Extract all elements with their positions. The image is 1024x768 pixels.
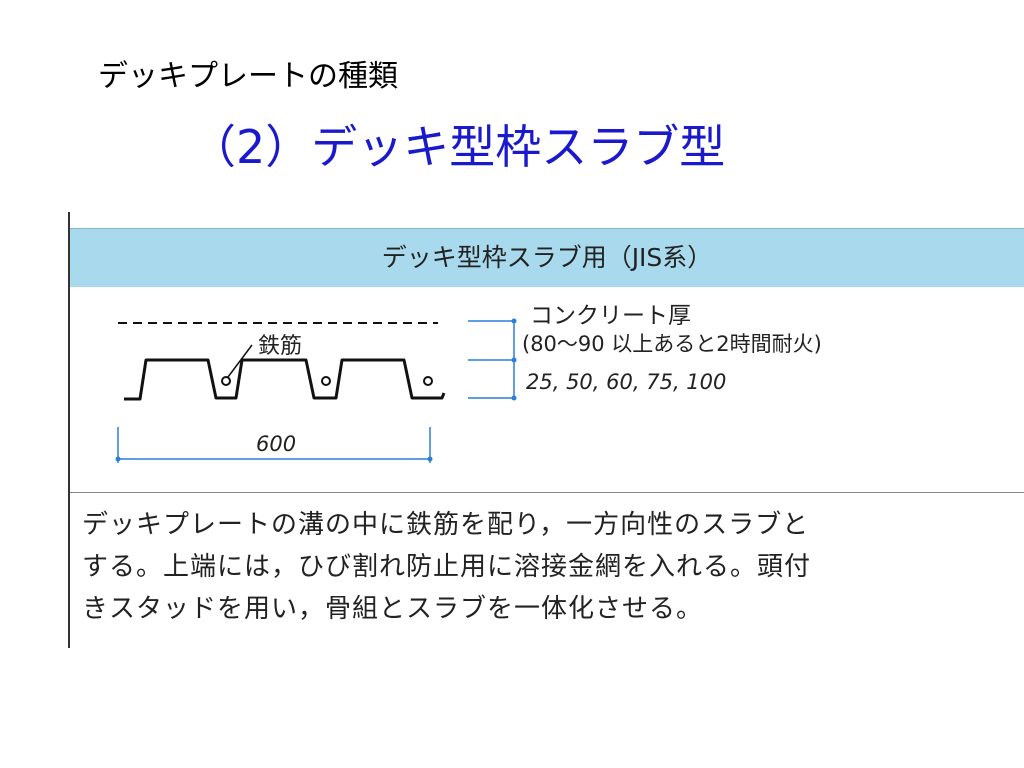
panel-caption: デッキプレートの溝の中に鉄筋を配り，一方向性のスラブと する。上端には，ひび割れ… bbox=[82, 504, 962, 630]
dimension-dot bbox=[511, 318, 517, 324]
deck-diagram-svg: 鉄筋 600 コンクリート厚 (80～90 以上あると2時間耐火) 25, 50… bbox=[115, 303, 822, 463]
deck-plate-profile bbox=[124, 358, 446, 401]
rebar-label: 鉄筋 bbox=[258, 334, 302, 359]
caption-divider bbox=[70, 492, 1024, 493]
dimension-dot bbox=[115, 456, 121, 462]
deck-diagram: 鉄筋 600 コンクリート厚 (80～90 以上あると2時間耐火) 25, 50… bbox=[70, 287, 1024, 492]
panel-header-text: デッキ型枠スラブ用（JIS系） bbox=[381, 243, 713, 272]
slide-subtitle: デッキプレートの種類 bbox=[98, 59, 398, 94]
caption-line: きスタッドを用い，骨組とスラブを一体化させる。 bbox=[82, 594, 704, 624]
left-border-line bbox=[68, 212, 70, 648]
rebar-circle bbox=[221, 376, 231, 386]
scanned-figure: デッキ型枠スラブ用（JIS系） 鉄筋 600 bbox=[68, 212, 1024, 648]
rebar-circle bbox=[321, 376, 331, 386]
dimension-dot bbox=[511, 395, 517, 401]
concrete-thickness-label: コンクリート厚 bbox=[530, 303, 691, 329]
caption-line: する。上端には，ひび割れ防止用に溶接金網を入れる。頭付 bbox=[82, 552, 812, 582]
caption-line: デッキプレートの溝の中に鉄筋を配り，一方向性のスラブと bbox=[82, 510, 810, 540]
rebar-leader-line bbox=[227, 344, 253, 378]
width-label: 600 bbox=[256, 432, 296, 456]
slide-title: （2）デッキ型枠スラブ型 bbox=[190, 120, 726, 174]
fire-resistance-note: (80～90 以上あると2時間耐火) bbox=[522, 332, 822, 356]
dimension-dot bbox=[511, 357, 517, 363]
rebar-circle bbox=[423, 376, 433, 386]
deck-height-values: 25, 50, 60, 75, 100 bbox=[526, 370, 726, 394]
dimension-dot bbox=[427, 456, 433, 462]
panel-header: デッキ型枠スラブ用（JIS系） bbox=[70, 228, 1024, 288]
